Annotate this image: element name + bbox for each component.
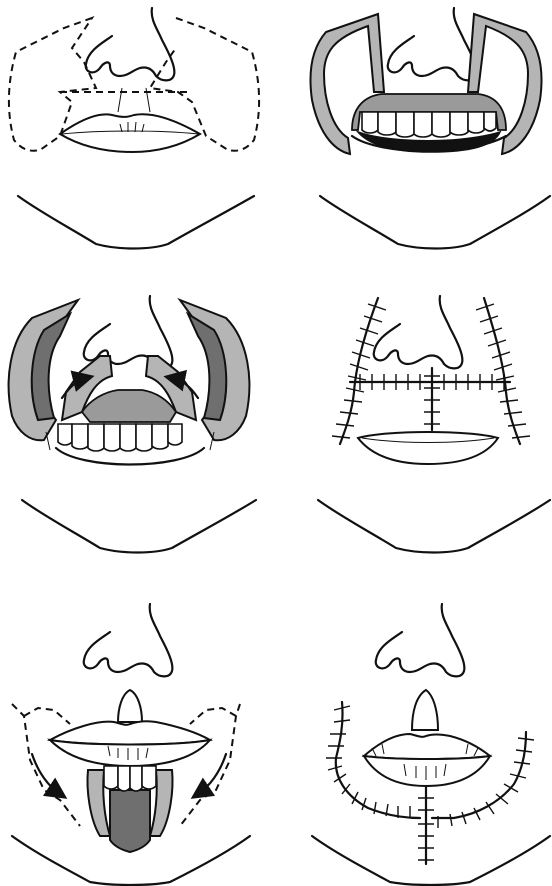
philtrum (118, 690, 142, 722)
incision-left-top (24, 708, 70, 724)
jaw (318, 500, 550, 553)
tooth (104, 766, 118, 789)
tooth (378, 112, 396, 135)
tooth (450, 112, 468, 135)
panel-1 (9, 8, 259, 249)
suture-line-left (340, 298, 378, 444)
tooth (484, 112, 496, 131)
upper-gum (82, 390, 176, 422)
upper-lip (50, 721, 210, 744)
tooth (58, 424, 72, 445)
panel-2 (311, 8, 550, 249)
tooth (152, 424, 168, 449)
nose (376, 604, 465, 676)
mouth (60, 114, 200, 152)
tooth (130, 766, 142, 791)
tooth (414, 112, 432, 137)
lower-defect (110, 790, 150, 852)
nose (86, 8, 175, 80)
jaw (22, 500, 256, 553)
philtrum (412, 690, 438, 730)
panel-4 (318, 296, 550, 553)
tooth (136, 424, 152, 451)
upper-lip-vermilion (50, 740, 210, 766)
tooth (88, 424, 104, 451)
panel-5 (12, 604, 250, 885)
mouth (358, 432, 498, 464)
incision-right (180, 704, 240, 826)
nose (374, 296, 463, 368)
nose (388, 8, 477, 80)
panel-6 (312, 604, 550, 885)
tooth (396, 112, 414, 137)
jaw (320, 196, 550, 249)
tooth (72, 424, 88, 449)
tooth (104, 424, 120, 451)
incision-left (12, 704, 80, 826)
tooth (432, 112, 450, 137)
tooth (468, 112, 484, 133)
lower-lip (364, 756, 490, 786)
jaw (18, 196, 254, 249)
panel-3 (9, 296, 256, 553)
suture-ticks-left (332, 304, 386, 438)
tooth (118, 766, 130, 791)
tooth (168, 424, 182, 445)
suture-line-right (484, 298, 520, 444)
nose (84, 604, 173, 676)
arrow-right (198, 754, 226, 794)
tooth (142, 766, 156, 789)
incision-right-top (190, 708, 236, 724)
tooth (120, 424, 136, 451)
tooth (362, 112, 378, 133)
